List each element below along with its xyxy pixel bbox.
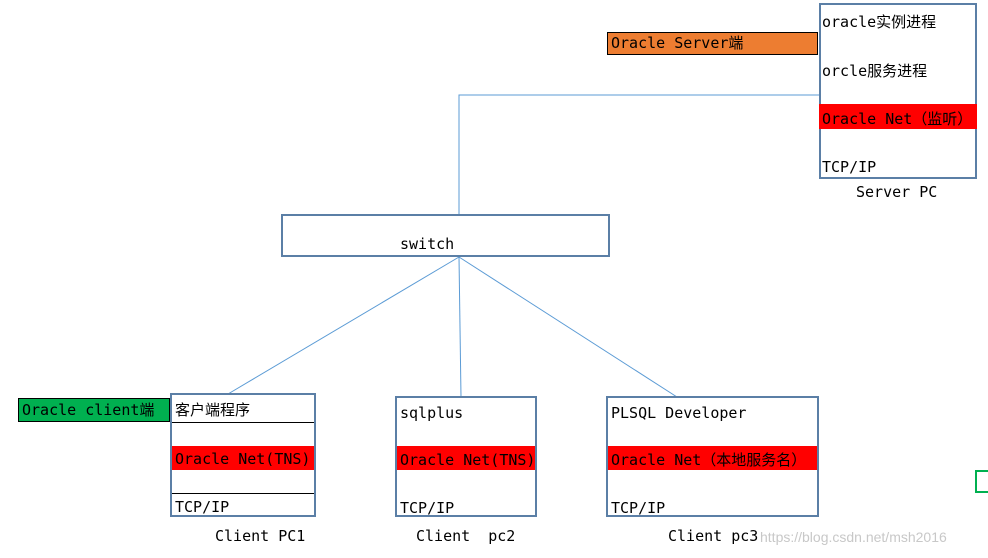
- client-pc3-oracle-net-layer: [608, 446, 817, 470]
- client-side-label: Oracle client端: [18, 398, 170, 422]
- partial-box-edge: [975, 470, 988, 493]
- server-oracle-net-label: Oracle Net（监听）: [822, 110, 973, 128]
- watermark: https://blog.csdn.net/msh2016: [760, 529, 947, 545]
- server-service-process-label: orcle服务进程: [822, 62, 928, 80]
- client-pc1-oracle-net-label: Oracle Net(TNS): [175, 450, 311, 468]
- client-pc1-app-label: 客户端程序: [175, 401, 251, 419]
- client-pc3-caption: Client pc3: [668, 527, 759, 545]
- client-pc1-oracle-net-layer: [172, 446, 314, 470]
- client-pc1-divider: [172, 422, 314, 423]
- client-pc2-box: sqlplus Oracle Net(TNS) TCP/IP: [395, 396, 537, 517]
- switch-to-pc2-line: [458, 256, 462, 398]
- client-pc2-app-label: sqlplus: [400, 404, 464, 422]
- client-pc2-tcpip-label: TCP/IP: [400, 499, 455, 517]
- client-pc3-box: PLSQL Developer Oracle Net（本地服务名） TCP/IP: [606, 396, 819, 517]
- client-pc1-box: 客户端程序 Oracle Net(TNS) TCP/IP: [170, 393, 316, 517]
- server-tcpip-label: TCP/IP: [822, 158, 877, 176]
- switch-to-pc3-line: [458, 256, 678, 398]
- server-to-switch-line: [458, 94, 819, 215]
- switch-box: switch: [281, 214, 610, 257]
- client-pc2-oracle-net-layer: [397, 446, 535, 470]
- server-pc-box: oracle实例进程 orcle服务进程 Oracle Net（监听） TCP/…: [819, 3, 977, 179]
- client-pc3-app-label: PLSQL Developer: [611, 404, 747, 422]
- switch-to-pc1-line: [227, 256, 460, 395]
- server-pc-caption: Server PC: [856, 183, 938, 201]
- server-side-label: Oracle Server端: [607, 32, 818, 55]
- client-pc1-caption: Client PC1: [215, 527, 306, 545]
- client-pc3-tcpip-label: TCP/IP: [611, 499, 666, 517]
- client-pc3-oracle-net-label: Oracle Net（本地服务名）: [611, 451, 807, 469]
- client-pc2-caption: Client pc2: [416, 527, 516, 545]
- server-oracle-net-layer: [819, 104, 977, 129]
- switch-label: switch: [400, 235, 455, 253]
- client-pc2-oracle-net-label: Oracle Net(TNS): [400, 451, 536, 469]
- server-instance-process-label: oracle实例进程: [822, 13, 937, 31]
- client-pc1-tcpip-label: TCP/IP: [175, 498, 230, 516]
- client-pc1-divider: [172, 493, 314, 494]
